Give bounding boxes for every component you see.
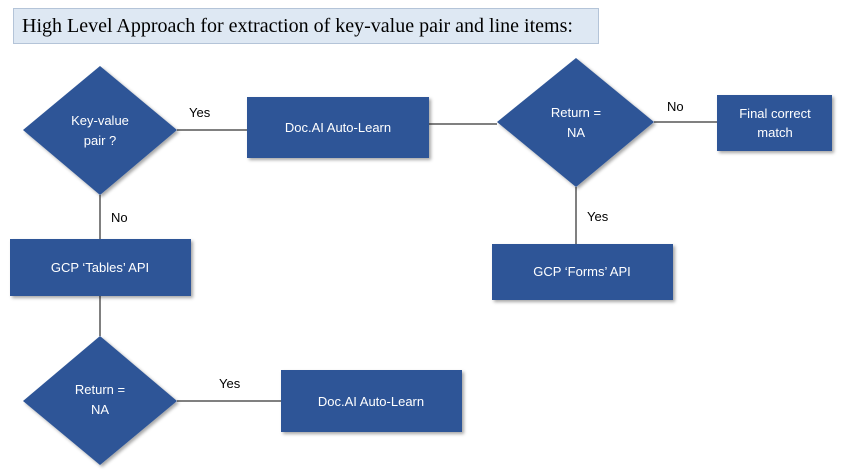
final-match-line1: Final correct — [739, 106, 811, 121]
terminal-final-correct-match: Final correct match — [717, 95, 832, 151]
tables-api-label: GCP ‘Tables’ API — [51, 260, 149, 275]
process-autolearn-bottom: Doc.AI Auto-Learn — [281, 370, 462, 432]
autolearn-bottom-label: Doc.AI Auto-Learn — [318, 394, 424, 409]
process-autolearn-top: Doc.AI Auto-Learn — [247, 97, 429, 158]
decision-kv-line1: Key-value — [71, 113, 129, 128]
edge-label-return-bottom-yes: Yes — [219, 376, 241, 391]
forms-api-label: GCP ‘Forms’ API — [533, 264, 631, 279]
edge-label-kv-no: No — [111, 210, 128, 225]
edge-label-kv-yes: Yes — [189, 105, 211, 120]
edge-label-return-right-no: No — [667, 99, 684, 114]
process-gcp-tables-api: GCP ‘Tables’ API — [10, 239, 191, 296]
edge-label-return-right-yes: Yes — [587, 209, 609, 224]
decision-return-na-right: Return = NA — [497, 58, 654, 187]
decision-return-bottom-line1: Return = — [75, 382, 125, 397]
decision-return-na-bottom: Return = NA — [23, 336, 177, 465]
decision-key-value-pair: Key-value pair ? — [23, 66, 177, 195]
process-gcp-forms-api: GCP ‘Forms’ API — [492, 244, 673, 300]
decision-return-right-line2: NA — [567, 125, 585, 140]
diagram-title: High Level Approach for extraction of ke… — [13, 8, 599, 44]
autolearn-top-label: Doc.AI Auto-Learn — [285, 120, 391, 135]
decision-return-bottom-line2: NA — [91, 402, 109, 417]
decision-return-right-line1: Return = — [551, 105, 601, 120]
final-match-line2: match — [757, 125, 792, 140]
decision-kv-line2: pair ? — [84, 133, 117, 148]
